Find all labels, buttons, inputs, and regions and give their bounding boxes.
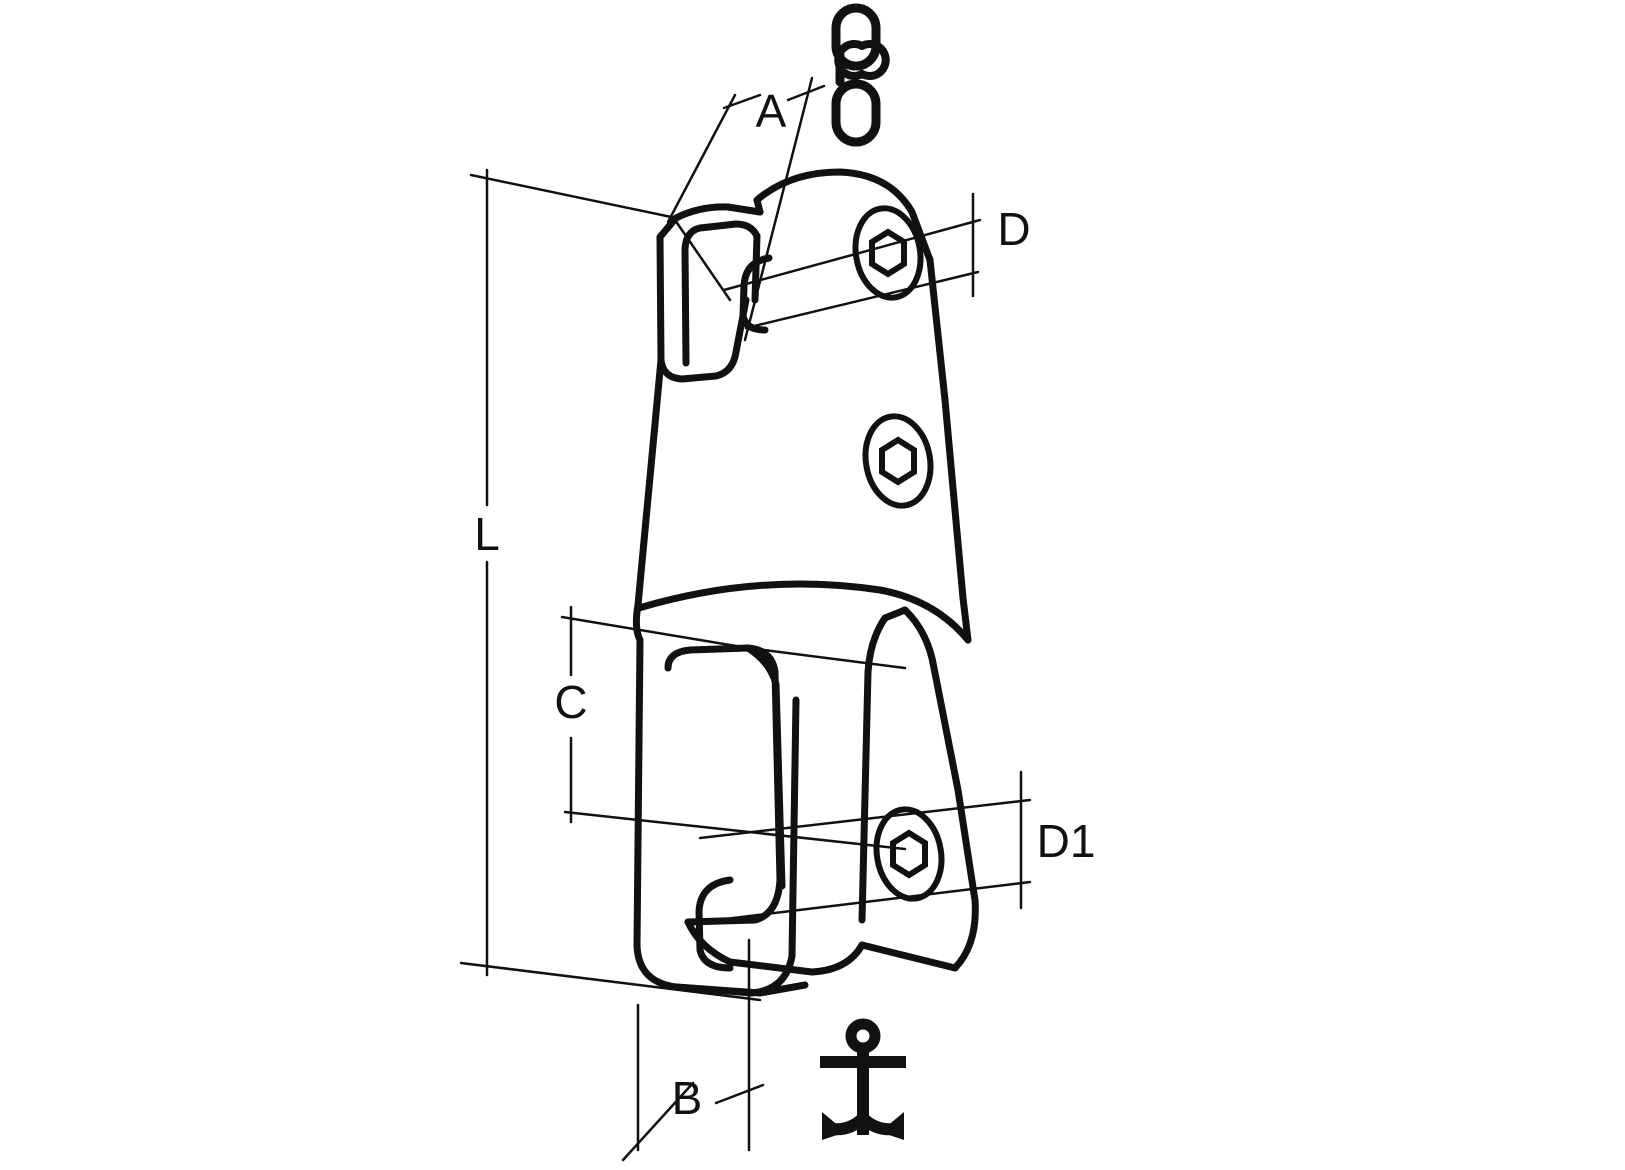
screw-middle-head [862, 413, 934, 509]
screw-bottom [873, 806, 945, 902]
chain-link-upper [831, 3, 881, 71]
upper-crown-left-stub [753, 196, 764, 216]
anchor-barb-right [880, 1112, 904, 1140]
dim-C-ext-top [560, 615, 750, 650]
dim-B-arrow-right [714, 1083, 765, 1105]
dim-D-ext-top [722, 218, 982, 292]
upper-pin-boss [739, 254, 773, 334]
lower-pin-boss [695, 876, 734, 972]
lower-jaw-right-block-outer [901, 606, 979, 972]
screw-bottom-hex-socket [890, 829, 928, 879]
screw-middle-hex-socket [879, 436, 917, 486]
dimension-label-B: B [672, 1072, 703, 1124]
anchor-icon [820, 1018, 906, 1140]
shank-right-edge [941, 396, 972, 644]
chain-link-lower [831, 79, 881, 147]
screw-top-hex-socket [869, 228, 907, 278]
upper-crown-top [753, 168, 934, 264]
upper-left-ear-top-edge [672, 203, 764, 222]
dimension-labels-group: L A B C D D1 [474, 85, 1095, 1124]
anchor-ring [845, 1018, 881, 1054]
dim-L-ext-top [469, 173, 678, 220]
screw-middle [862, 413, 934, 509]
dim-B-arrow-left [621, 1081, 695, 1162]
lower-jaw-plate-thickness [744, 644, 786, 890]
upper-left-ear-inner-left [681, 220, 740, 367]
dimension-label-A: A [756, 85, 787, 137]
screw-top [852, 205, 924, 301]
chain-link-icon [831, 3, 890, 147]
dimension-label-C: C [554, 676, 587, 728]
dim-L-ext-bottom [459, 961, 762, 1002]
guide-line-jaw-top [746, 646, 907, 670]
shank-left-edge [632, 356, 665, 644]
chain-link-middle [834, 40, 890, 80]
lower-jaw-bottom-right [858, 941, 959, 972]
dim-A-ext-left [666, 93, 737, 224]
lower-jaw-right-block-top-edge [881, 606, 909, 622]
hex-socket-screws-group [852, 205, 945, 902]
guide-line-top-corner [673, 218, 732, 302]
lower-jaw-bottom-front [684, 918, 866, 976]
upper-left-ear-outer [656, 214, 750, 383]
dimension-lines-group [459, 76, 1032, 1162]
dim-A-tick-left [722, 93, 762, 110]
dimension-label-D1: D1 [1037, 815, 1096, 867]
screw-bottom-head [873, 806, 945, 902]
lower-jaw-bottom-outer-edge [672, 981, 809, 997]
screw-top-head [852, 205, 924, 301]
dim-A-tick-right [786, 84, 826, 102]
upper-crown-right [926, 256, 949, 404]
dimension-label-D: D [997, 203, 1030, 255]
dim-D-ext-bottom [744, 270, 980, 330]
anchor-barb-left [822, 1112, 846, 1140]
shoulder-curve [635, 580, 972, 644]
part-outline-group [632, 168, 979, 997]
lower-jaw-left-plate-inner [664, 644, 784, 926]
lower-jaw-right-block-inner [858, 614, 889, 924]
dim-C-ext-bottom [563, 810, 907, 851]
dimension-label-L: L [474, 508, 500, 560]
